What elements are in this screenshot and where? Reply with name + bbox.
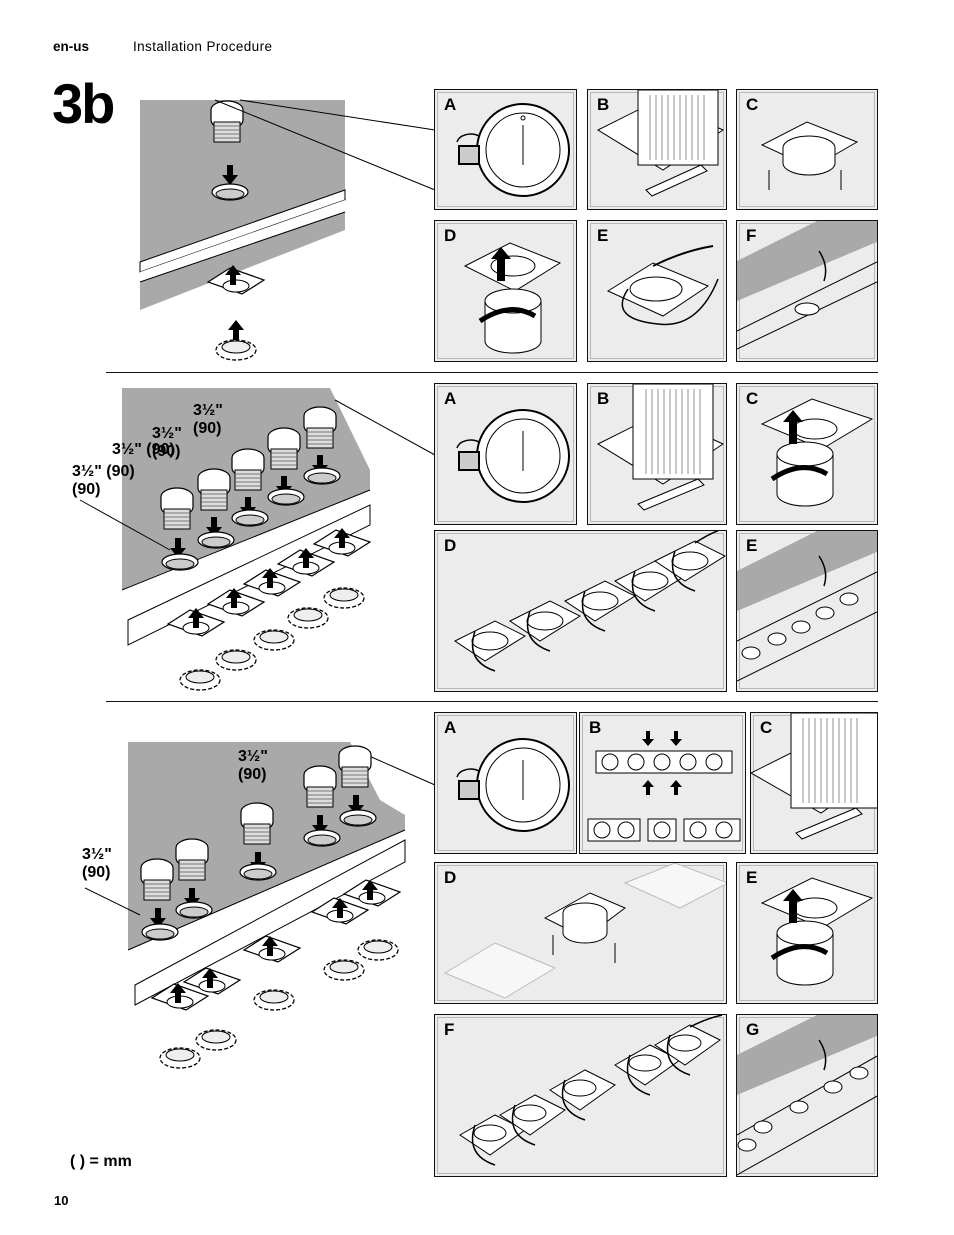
panel-row3-a: A <box>434 712 577 854</box>
panel-label: D <box>444 226 457 245</box>
panel-row2-b: B <box>587 383 727 525</box>
panel-label: B <box>589 718 602 737</box>
panel-label: D <box>444 536 457 555</box>
panel-row2-c: C <box>736 383 878 525</box>
panel-row3-d: D <box>434 862 727 1004</box>
panel-label: F <box>444 1020 455 1039</box>
panel-row1-b: B <box>587 89 727 210</box>
unit-legend: ( ) = mm <box>70 1153 132 1170</box>
panel-label: B <box>597 95 610 114</box>
dimension-label: 3½"(90) <box>152 425 182 460</box>
panel-label: A <box>444 95 457 114</box>
panel-label: E <box>746 868 758 887</box>
panel-row2-a: A <box>434 383 577 525</box>
panel-row1-c: C <box>736 89 878 210</box>
dimension-label: 3½"(90) <box>82 846 112 881</box>
dimension-label: 3½" (90) <box>112 441 175 458</box>
panel-row3-e: E <box>736 862 878 1004</box>
step-number: 3b <box>52 72 115 135</box>
panel-row1-a: A <box>434 89 577 210</box>
panel-row2-d: D <box>434 530 727 692</box>
panel-label: C <box>760 718 773 737</box>
panel-label: E <box>597 226 609 245</box>
dimension-label: 3½"(90) <box>238 748 268 783</box>
panel-row1-d: D <box>434 220 577 362</box>
section-title: Installation Procedure <box>133 39 273 54</box>
panel-label: A <box>444 718 457 737</box>
panel-row2-e: E <box>736 530 878 692</box>
row-divider <box>106 701 878 702</box>
panel-label: C <box>746 389 759 408</box>
panel-label: E <box>746 536 758 555</box>
panel-label: C <box>746 95 759 114</box>
panel-row3-g: G <box>736 1014 878 1177</box>
dimension-label: 3½" (90)(90) <box>72 463 135 498</box>
panel-row3-c: C <box>750 712 878 854</box>
panel-label: D <box>444 868 457 887</box>
panel-row1-e: E <box>587 220 727 362</box>
panel-row1-f: F <box>736 220 878 362</box>
panel-label: B <box>597 389 610 408</box>
dimension-label: 3½"(90) <box>193 402 223 437</box>
panel-label: G <box>746 1020 760 1039</box>
panel-label: A <box>444 389 457 408</box>
panel-label: F <box>746 226 757 245</box>
language-code: en-us <box>53 39 90 54</box>
page-number: 10 <box>54 1193 69 1208</box>
panel-row3-b: B <box>579 712 746 854</box>
row-divider <box>106 372 878 373</box>
panel-row3-f: F <box>434 1014 727 1177</box>
